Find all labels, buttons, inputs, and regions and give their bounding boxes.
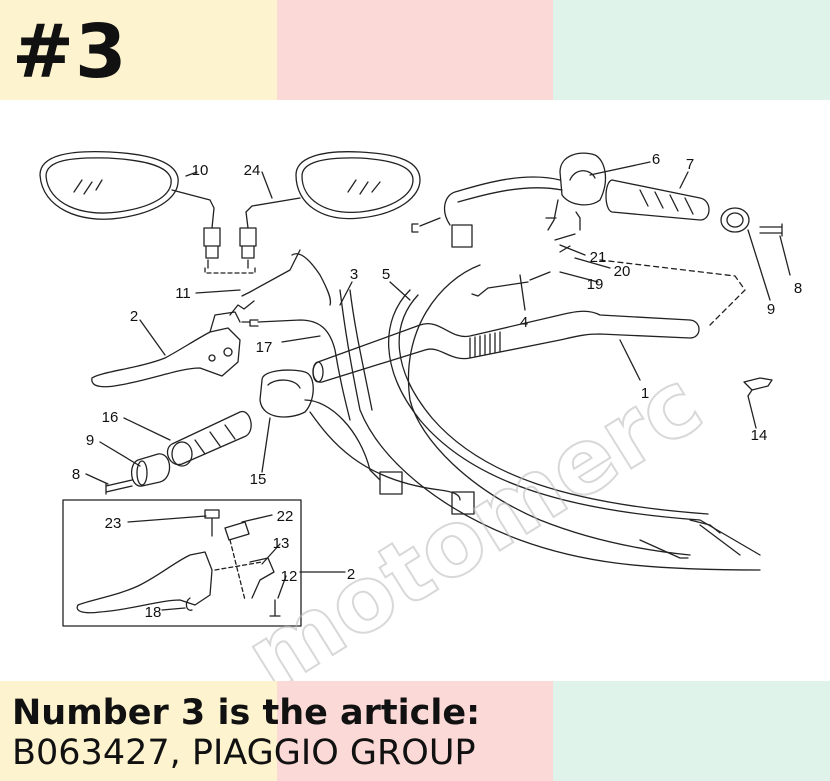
label-21: 21 <box>590 249 607 266</box>
label-16: 16 <box>102 409 119 426</box>
caption-line-1: Number 3 is the article: <box>12 693 481 733</box>
label-4: 4 <box>520 314 528 331</box>
clutch-lever <box>91 300 255 388</box>
right-switch-assembly <box>559 152 783 237</box>
footer-band-pink <box>277 681 553 781</box>
left-grip <box>105 410 252 495</box>
band-yellow <box>0 0 277 100</box>
label-11: 11 <box>175 285 191 302</box>
caption-line-2: B063427, PIAGGIO GROUP <box>12 733 476 773</box>
label-8-right: 8 <box>794 280 802 297</box>
label-3: 3 <box>350 266 358 283</box>
parts-diagram: motomerc 1 2 2 3 4 5 6 7 8 8 9 9 10 11 1… <box>39 150 802 681</box>
label-14: 14 <box>751 427 768 444</box>
handlebar <box>312 310 700 383</box>
label-20: 20 <box>614 263 631 280</box>
label-23: 23 <box>105 515 122 532</box>
label-9-right: 9 <box>767 301 775 318</box>
label-13: 13 <box>273 535 290 552</box>
footer-band <box>0 681 830 781</box>
label-6: 6 <box>652 151 660 168</box>
inset-box <box>62 499 302 627</box>
band-pink <box>277 0 553 100</box>
label-24: 24 <box>244 162 261 179</box>
left-switch-assembly <box>259 369 475 515</box>
label-10: 10 <box>192 162 209 179</box>
header-band <box>0 0 830 100</box>
label-2-inset: 2 <box>347 566 355 583</box>
label-12: 12 <box>281 568 298 585</box>
label-8-left: 8 <box>72 466 80 483</box>
mirror-right <box>239 151 421 269</box>
label-2-main: 2 <box>130 308 138 325</box>
label-9-left: 9 <box>86 432 94 449</box>
label-19: 19 <box>587 276 604 293</box>
label-15: 15 <box>250 471 267 488</box>
label-5: 5 <box>382 266 390 283</box>
footer-band-yellow <box>0 681 277 781</box>
label-17: 17 <box>256 339 273 356</box>
label-1: 1 <box>641 385 649 402</box>
label-7: 7 <box>686 156 694 173</box>
band-mint <box>553 0 830 100</box>
part-labels: 1 2 2 3 4 5 6 7 8 8 9 9 10 11 12 13 14 1… <box>72 151 802 621</box>
page-title: #3 <box>12 9 128 95</box>
footer-band-mint <box>553 681 830 781</box>
label-18: 18 <box>145 604 162 621</box>
label-22: 22 <box>277 508 294 525</box>
mirror-left <box>39 150 221 269</box>
